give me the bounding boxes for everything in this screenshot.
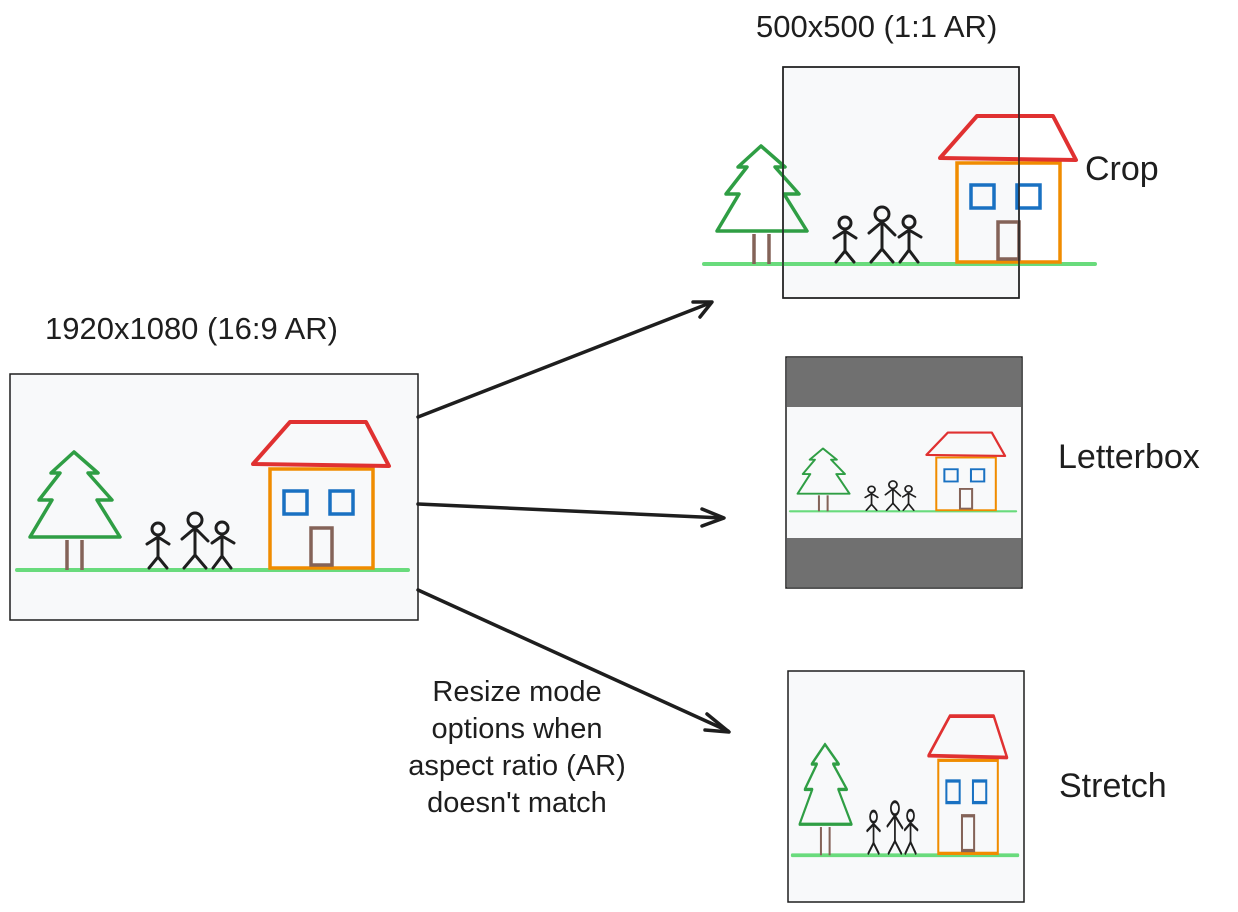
source-resolution-label: 1920x1080 (16:9 AR) xyxy=(45,311,338,346)
note-line: options when xyxy=(431,713,603,745)
mode-label-stretch: Stretch xyxy=(1059,767,1167,805)
mode-label-letterbox: Letterbox xyxy=(1058,438,1200,476)
letterbox-bar-top xyxy=(787,358,1021,407)
letterbox-result xyxy=(785,356,1023,589)
note-line: aspect ratio (AR) xyxy=(408,750,626,782)
note-line: doesn't match xyxy=(427,787,607,819)
stretch-result xyxy=(787,670,1025,903)
note-line: Resize mode xyxy=(432,676,602,708)
source-image xyxy=(9,373,419,621)
letterbox-bar-bottom xyxy=(787,538,1021,587)
mode-label-crop: Crop xyxy=(1085,150,1159,188)
resize-mode-note: Resize mode options when aspect ratio (A… xyxy=(382,674,652,822)
arrow-to-crop xyxy=(416,300,714,419)
crop-result xyxy=(702,66,1097,299)
arrow-to-letterbox xyxy=(416,502,726,528)
arrow-to-stretch xyxy=(416,588,731,734)
target-resolution-label: 500x500 (1:1 AR) xyxy=(756,9,998,44)
